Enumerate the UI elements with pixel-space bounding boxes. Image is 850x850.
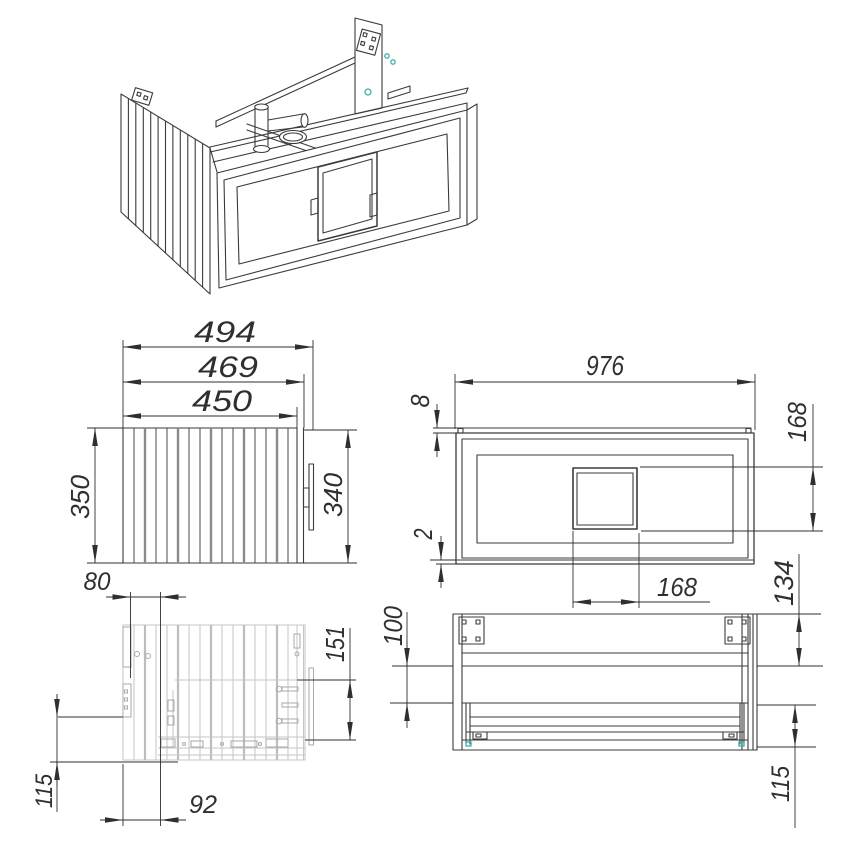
dim-label-115-right: 115 [767, 766, 795, 802]
rear-bracket-right [724, 616, 751, 645]
dim-label-115-left: 115 [31, 773, 58, 808]
dim-label-450: 450 [192, 385, 252, 418]
hanging-bracket [308, 463, 315, 531]
dim-label-168-bottom: 168 [657, 572, 697, 602]
slide-clip-left [472, 731, 488, 740]
rear-bracket-left [458, 616, 485, 645]
dim-label-2: 2 [408, 528, 438, 540]
accent-hole-icon [364, 88, 372, 96]
wall-bracket-icon [131, 87, 154, 106]
handle-recess [572, 467, 638, 530]
dim-label-151: 151 [320, 626, 350, 662]
dim-label-340: 340 [318, 472, 348, 517]
dim-label-92: 92 [189, 791, 217, 819]
dim-label-494: 494 [194, 316, 256, 349]
dimension-annotations: 494 469 450 350 340 80 151 115 92 976 8 … [31, 316, 823, 828]
dim-label-8: 8 [405, 394, 435, 407]
ghost-slat-lines [133, 625, 289, 760]
side-detail-ghost-view [122, 624, 314, 761]
hanging-bracket-ghost [308, 667, 314, 746]
wall-bracket-icon [355, 28, 382, 56]
isometric-view [120, 17, 478, 295]
dim-label-350: 350 [65, 474, 95, 519]
dim-label-976: 976 [586, 350, 624, 381]
dim-label-80: 80 [84, 568, 111, 596]
accent-mark-icon [738, 741, 745, 747]
slat-lines [133, 428, 289, 563]
side-view [122, 427, 315, 564]
front-view [455, 427, 755, 565]
rear-view [452, 613, 758, 751]
accent-mark-icon [465, 741, 472, 747]
dim-label-168-right: 168 [782, 402, 812, 442]
accent-hole-icon [384, 53, 390, 59]
dim-label-469: 469 [198, 351, 258, 384]
dim-label-100: 100 [378, 606, 408, 646]
accent-hole-icon [390, 59, 396, 65]
slat-lines [127, 97, 204, 288]
dim-label-134: 134 [769, 560, 799, 606]
slide-clip-right [722, 731, 738, 740]
